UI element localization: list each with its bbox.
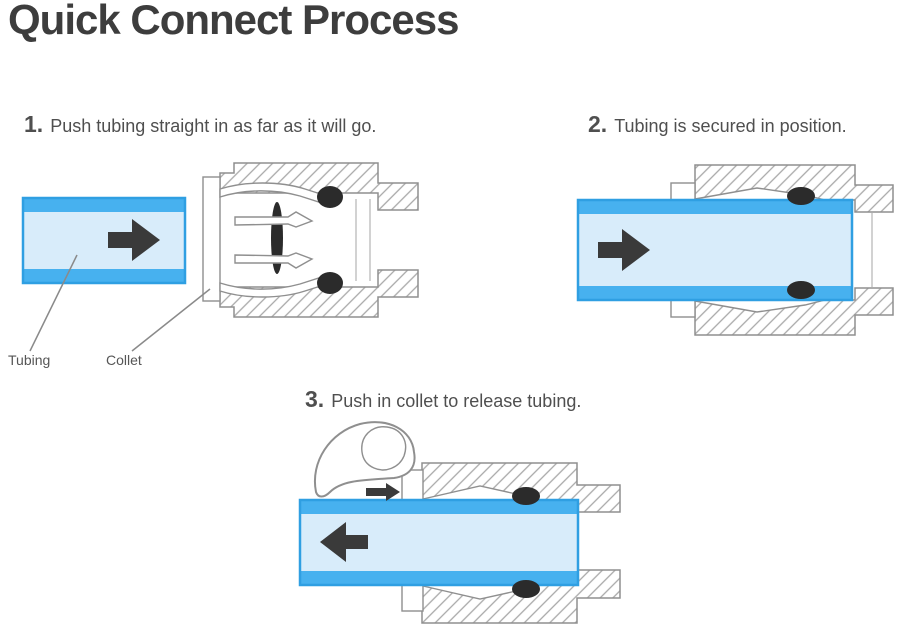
step-3-number: 3. (305, 386, 325, 412)
collet-label: Collet (106, 352, 142, 368)
o-ring-icon (512, 580, 540, 598)
step-2-number: 2. (588, 111, 608, 137)
step-1-number: 1. (24, 111, 44, 137)
tubing-label: Tubing (8, 352, 51, 368)
o-ring-icon (317, 186, 343, 208)
step-3-text: Push in collet to release tubing. (331, 391, 582, 411)
step-1-illustration (21, 162, 419, 352)
collet-ring (202, 176, 221, 302)
step-3-illustration (298, 421, 621, 624)
step-2-text: Tubing is secured in position. (614, 116, 847, 136)
collet-prong-top (234, 211, 314, 228)
tubing-leader-line (29, 254, 78, 352)
step-1-text: Push tubing straight in as far as it wil… (50, 116, 377, 136)
finger-press-icon (313, 421, 416, 498)
arrow-left-icon (320, 522, 368, 562)
collet-prong-bottom (234, 252, 314, 269)
step-1-header: 1. Push tubing straight in as far as it … (24, 111, 376, 138)
o-ring-icon (787, 187, 815, 205)
fitting-cross-section (219, 162, 419, 318)
step-2-illustration (576, 164, 894, 336)
collet-leader-line (131, 288, 211, 352)
o-ring-icon (317, 272, 343, 294)
o-ring-icon (512, 487, 540, 505)
collet-tab-bottom (401, 582, 424, 612)
page-title: Quick Connect Process (8, 0, 459, 43)
tubing (21, 196, 187, 285)
step-3-header: 3. Push in collet to release tubing. (305, 386, 581, 413)
fingernail (361, 426, 407, 471)
small-arrow-right-icon (366, 483, 400, 501)
collet (202, 176, 332, 302)
arrow-right-icon (108, 219, 160, 261)
step-2-header: 2. Tubing is secured in position. (588, 111, 847, 138)
arrow-right-icon (598, 229, 650, 271)
o-ring-icon (787, 281, 815, 299)
